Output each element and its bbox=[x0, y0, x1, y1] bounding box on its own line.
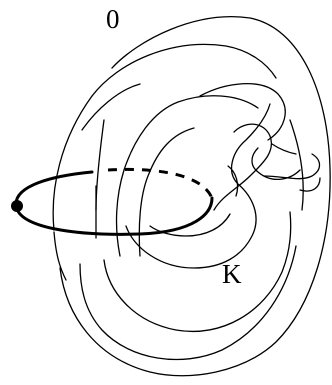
outer-arc bbox=[60, 17, 330, 376]
dotted-circle-front bbox=[16, 198, 212, 234]
strand-center-2 bbox=[126, 104, 270, 268]
handle-dot bbox=[11, 200, 23, 212]
framing-label: 0 bbox=[106, 4, 120, 34]
strand-left-2 bbox=[82, 84, 140, 210]
dotted-circle-back-dashed bbox=[108, 169, 212, 198]
middle-arc bbox=[80, 44, 303, 359]
clasp-upper bbox=[200, 84, 300, 180]
strand-left-3 bbox=[117, 96, 258, 256]
clasp-middle bbox=[214, 124, 271, 210]
lower-loop bbox=[150, 166, 238, 236]
strand-center-1 bbox=[139, 128, 194, 256]
clasp-lower bbox=[264, 144, 320, 179]
strand-behind-ring-2 bbox=[54, 232, 66, 280]
strand-left-1 bbox=[53, 96, 92, 230]
inner-arc bbox=[104, 212, 291, 331]
knot-label: K bbox=[222, 259, 242, 289]
